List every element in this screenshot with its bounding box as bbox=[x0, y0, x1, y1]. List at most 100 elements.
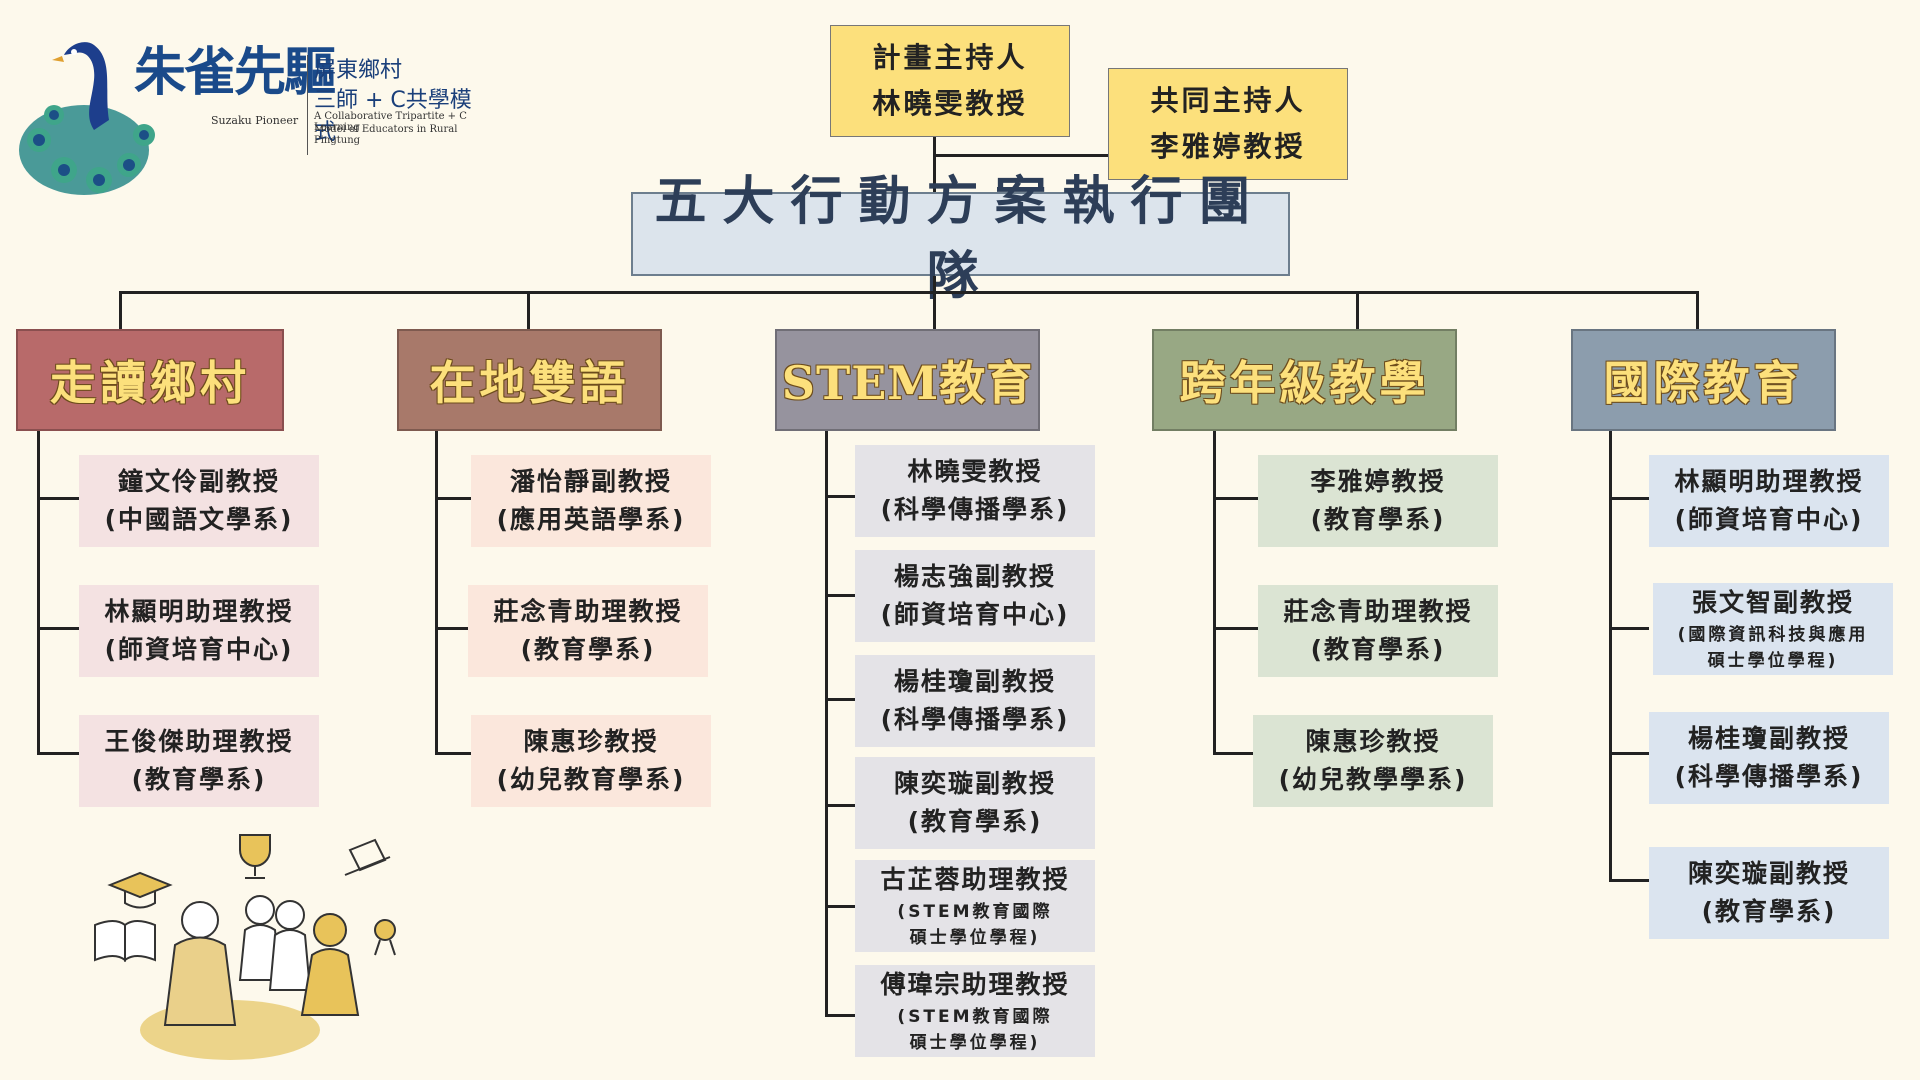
member-dept: (科學傳播學系) bbox=[880, 705, 1070, 734]
connector bbox=[825, 905, 855, 908]
connector bbox=[1356, 291, 1359, 329]
member-name: 楊志強副教授 bbox=[893, 562, 1056, 591]
category-cross-grade: 跨年級教學 bbox=[1152, 329, 1457, 431]
pi-title: 計畫主持人 bbox=[872, 41, 1028, 74]
connector bbox=[1609, 431, 1612, 881]
member-name: 林曉雯教授 bbox=[907, 457, 1043, 486]
member-card: 楊桂瓊副教授 (科學傳播學系) bbox=[855, 655, 1095, 747]
copi-box: 共同主持人 李雅婷教授 bbox=[1108, 68, 1348, 180]
member-card: 林顯明助理教授 (師資培育中心) bbox=[1649, 455, 1889, 547]
connector bbox=[825, 804, 855, 807]
logo-title: 朱雀先驅 bbox=[134, 42, 336, 103]
member-card: 楊志強副教授 (師資培育中心) bbox=[855, 550, 1095, 642]
team-title: 五大行動方案執行團隊 bbox=[631, 172, 1290, 307]
connector bbox=[435, 752, 471, 755]
trophy-icon bbox=[239, 834, 271, 879]
connector bbox=[933, 276, 936, 293]
medal-icon bbox=[374, 919, 396, 956]
copi-name: 李雅婷教授 bbox=[1150, 130, 1306, 163]
member-dept: (科學傳播學系) bbox=[1674, 762, 1864, 791]
member-name: 林顯明助理教授 bbox=[1674, 467, 1864, 496]
connector bbox=[825, 495, 855, 498]
member-card: 林曉雯教授 (科學傳播學系) bbox=[855, 445, 1095, 537]
member-dept: 碩士學位學程) bbox=[1707, 651, 1839, 671]
logo-divider bbox=[307, 55, 308, 155]
connector bbox=[1609, 879, 1649, 882]
member-card: 傅瑋宗助理教授 (STEM教育國際 碩士學位學程) bbox=[855, 965, 1095, 1057]
member-name: 陳奕璇副教授 bbox=[893, 769, 1056, 798]
member-dept: (STEM教育國際 bbox=[897, 1007, 1053, 1027]
pi-name: 林曉雯教授 bbox=[872, 87, 1028, 120]
logo-subtitle-en: Suzaku Pioneer bbox=[211, 114, 299, 127]
book-icon bbox=[94, 920, 156, 963]
member-name: 古芷蓉助理教授 bbox=[880, 865, 1070, 894]
member-name: 張文智副教授 bbox=[1691, 588, 1854, 617]
member-dept: (師資培育中心) bbox=[1674, 505, 1864, 534]
member-dept: 碩士學位學程) bbox=[909, 928, 1041, 948]
connector bbox=[1609, 497, 1649, 500]
member-card: 楊桂瓊副教授 (科學傳播學系) bbox=[1649, 712, 1889, 804]
connector bbox=[933, 137, 936, 192]
member-card: 莊念青助理教授 (教育學系) bbox=[468, 585, 708, 677]
connector bbox=[1213, 627, 1258, 630]
member-dept: (幼兒教育學系) bbox=[496, 765, 686, 794]
category-international: 國際教育 bbox=[1571, 329, 1836, 431]
member-dept: (教育學系) bbox=[1310, 505, 1446, 534]
connector bbox=[527, 291, 530, 329]
member-dept: (科學傳播學系) bbox=[880, 495, 1070, 524]
connector bbox=[119, 291, 122, 329]
member-card: 張文智副教授 (國際資訊科技與應用 碩士學位學程) bbox=[1653, 583, 1893, 675]
logo-en-line1: A Collaborative Tripartite + C Learning bbox=[314, 111, 467, 133]
member-card: 陳惠珍教授 (幼兒教學學系) bbox=[1253, 715, 1493, 807]
member-dept: (教育學系) bbox=[907, 807, 1043, 836]
member-card: 莊念青助理教授 (教育學系) bbox=[1258, 585, 1498, 677]
connector bbox=[1609, 752, 1649, 755]
member-dept: (師資培育中心) bbox=[104, 635, 294, 664]
member-card: 李雅婷教授 (教育學系) bbox=[1258, 455, 1498, 547]
member-name: 陳奕璇副教授 bbox=[1687, 859, 1850, 888]
member-dept: (應用英語學系) bbox=[496, 505, 686, 534]
connector bbox=[1213, 431, 1216, 754]
member-name: 潘怡靜副教授 bbox=[509, 467, 672, 496]
member-dept: (幼兒教學學系) bbox=[1278, 765, 1468, 794]
member-card: 陳惠珍教授 (幼兒教育學系) bbox=[471, 715, 711, 807]
member-dept: (教育學系) bbox=[520, 635, 656, 664]
member-card: 林顯明助理教授 (師資培育中心) bbox=[79, 585, 319, 677]
peacock-icon bbox=[19, 42, 155, 195]
connector bbox=[37, 752, 79, 755]
graduation-cap-icon bbox=[107, 871, 173, 909]
connector bbox=[825, 698, 855, 701]
member-dept: (國際資訊科技與應用 bbox=[1677, 625, 1869, 645]
connector bbox=[1213, 752, 1258, 755]
logo-line1: 屏東鄉村 bbox=[314, 58, 403, 83]
connector bbox=[825, 594, 855, 597]
member-name: 王俊傑助理教授 bbox=[104, 727, 294, 756]
member-card: 陳奕璇副教授 (教育學系) bbox=[855, 757, 1095, 849]
people-icon bbox=[140, 895, 360, 1060]
connector bbox=[119, 291, 1699, 294]
connector bbox=[37, 497, 79, 500]
connector bbox=[825, 431, 828, 1017]
category-stem: STEM教育 bbox=[775, 329, 1040, 431]
member-name: 莊念青助理教授 bbox=[1283, 597, 1473, 626]
member-card: 古芷蓉助理教授 (STEM教育國際 碩士學位學程) bbox=[855, 860, 1095, 952]
connector bbox=[1609, 627, 1649, 630]
logo-line2: 三師 + C共學模式 bbox=[314, 88, 472, 145]
connector bbox=[435, 497, 471, 500]
member-card: 鐘文伶副教授 (中國語文學系) bbox=[79, 455, 319, 547]
member-dept: (師資培育中心) bbox=[880, 600, 1070, 629]
connector bbox=[37, 431, 40, 754]
member-name: 李雅婷教授 bbox=[1310, 467, 1446, 496]
member-name: 陳惠珍教授 bbox=[1305, 727, 1441, 756]
pi-box: 計畫主持人 林曉雯教授 bbox=[830, 25, 1070, 137]
member-card: 潘怡靜副教授 (應用英語學系) bbox=[471, 455, 711, 547]
copi-title: 共同主持人 bbox=[1150, 84, 1306, 117]
member-card: 陳奕璇副教授 (教育學系) bbox=[1649, 847, 1889, 939]
member-name: 陳惠珍教授 bbox=[523, 727, 659, 756]
member-dept: (中國語文學系) bbox=[104, 505, 294, 534]
connector bbox=[1696, 291, 1699, 329]
connector bbox=[435, 627, 471, 630]
category-local-bilingual: 在地雙語 bbox=[397, 329, 662, 431]
laptop-icon bbox=[344, 838, 391, 876]
member-dept: (教育學系) bbox=[131, 765, 267, 794]
